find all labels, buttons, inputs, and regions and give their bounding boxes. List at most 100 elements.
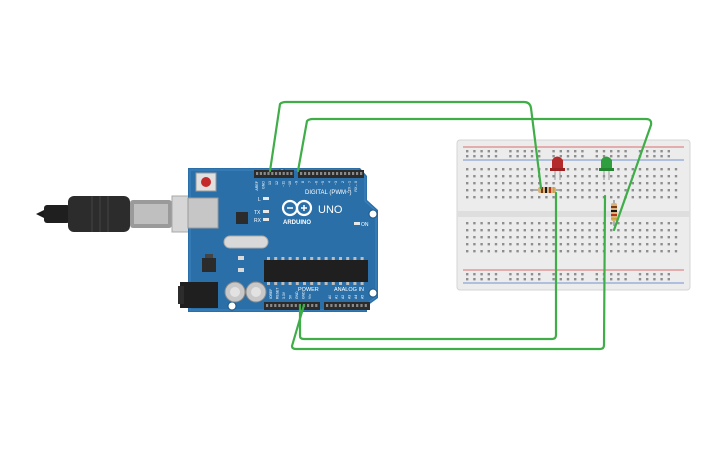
breadboard-hole[interactable] <box>545 175 548 178</box>
breadboard-hole[interactable] <box>545 243 548 246</box>
breadboard-hole[interactable] <box>624 278 627 281</box>
analog-header[interactable] <box>324 302 370 310</box>
header-pin-hole[interactable] <box>336 172 339 175</box>
breadboard-hole[interactable] <box>487 189 490 192</box>
breadboard-hole[interactable] <box>509 273 512 276</box>
breadboard-hole[interactable] <box>588 222 591 225</box>
breadboard-hole[interactable] <box>617 155 620 158</box>
breadboard-hole[interactable] <box>516 168 519 171</box>
breadboard-hole[interactable] <box>523 236 526 239</box>
breadboard-hole[interactable] <box>502 168 505 171</box>
header-pin-hole[interactable] <box>360 304 363 307</box>
breadboard-hole[interactable] <box>646 155 649 158</box>
breadboard-hole[interactable] <box>509 189 512 192</box>
header-pin-hole[interactable] <box>356 304 359 307</box>
breadboard-hole[interactable] <box>480 189 483 192</box>
breadboard-hole[interactable] <box>480 196 483 199</box>
header-pin-hole[interactable] <box>351 304 354 307</box>
breadboard-hole[interactable] <box>667 155 670 158</box>
breadboard-hole[interactable] <box>538 196 541 199</box>
breadboard-hole[interactable] <box>674 196 678 199</box>
breadboard-hole[interactable] <box>480 229 483 232</box>
header-pin-hole[interactable] <box>282 304 285 307</box>
breadboard-hole[interactable] <box>646 250 649 253</box>
header-pin-hole[interactable] <box>308 172 311 175</box>
breadboard-hole[interactable] <box>595 222 598 225</box>
breadboard-hole[interactable] <box>610 150 613 153</box>
breadboard-hole[interactable] <box>530 196 534 199</box>
breadboard-hole[interactable] <box>545 168 548 171</box>
breadboard-hole[interactable] <box>667 236 670 239</box>
breadboard-hole[interactable] <box>674 229 678 232</box>
breadboard-hole[interactable] <box>624 236 627 239</box>
breadboard-hole[interactable] <box>538 182 541 185</box>
breadboard-hole[interactable] <box>574 175 577 178</box>
breadboard-hole[interactable] <box>487 236 490 239</box>
breadboard-hole[interactable] <box>530 278 534 281</box>
breadboard-hole[interactable] <box>545 182 548 185</box>
breadboard-hole[interactable] <box>588 196 591 199</box>
breadboard-hole[interactable] <box>566 150 570 153</box>
breadboard-hole[interactable] <box>638 196 642 199</box>
header-pin-hole[interactable] <box>352 172 355 175</box>
breadboard-hole[interactable] <box>516 189 519 192</box>
breadboard-hole[interactable] <box>523 243 526 246</box>
breadboard-hole[interactable] <box>466 155 469 158</box>
breadboard-hole[interactable] <box>660 189 663 192</box>
breadboard-hole[interactable] <box>646 243 649 246</box>
breadboard-hole[interactable] <box>624 175 627 178</box>
breadboard-hole[interactable] <box>574 278 577 281</box>
breadboard-hole[interactable] <box>617 168 620 171</box>
breadboard-hole[interactable] <box>595 278 598 281</box>
breadboard-hole[interactable] <box>530 168 534 171</box>
breadboard-hole[interactable] <box>660 222 663 225</box>
breadboard-hole[interactable] <box>631 189 634 192</box>
breadboard-hole[interactable] <box>494 273 498 276</box>
breadboard-hole[interactable] <box>610 182 613 185</box>
breadboard-hole[interactable] <box>602 182 606 185</box>
breadboard-hole[interactable] <box>617 222 620 225</box>
breadboard-hole[interactable] <box>638 229 642 232</box>
breadboard-hole[interactable] <box>653 250 656 253</box>
breadboard-hole[interactable] <box>516 222 519 225</box>
header-pin-hole[interactable] <box>334 304 337 307</box>
breadboard-hole[interactable] <box>516 229 519 232</box>
breadboard-hole[interactable] <box>631 222 634 225</box>
breadboard-hole[interactable] <box>566 175 570 178</box>
breadboard-hole[interactable] <box>559 229 562 232</box>
breadboard-hole[interactable] <box>653 278 656 281</box>
breadboard-hole[interactable] <box>559 250 562 253</box>
breadboard-hole[interactable] <box>638 278 642 281</box>
breadboard-hole[interactable] <box>653 175 656 178</box>
breadboard-hole[interactable] <box>653 273 656 276</box>
breadboard-hole[interactable] <box>660 182 663 185</box>
breadboard-hole[interactable] <box>552 250 555 253</box>
breadboard-hole[interactable] <box>617 150 620 153</box>
breadboard-hole[interactable] <box>588 243 591 246</box>
breadboard-hole[interactable] <box>660 150 663 153</box>
breadboard-hole[interactable] <box>588 182 591 185</box>
breadboard-hole[interactable] <box>523 182 526 185</box>
breadboard-hole[interactable] <box>617 273 620 276</box>
breadboard-hole[interactable] <box>660 155 663 158</box>
breadboard-hole[interactable] <box>624 150 627 153</box>
header-pin-hole[interactable] <box>259 172 262 175</box>
breadboard-hole[interactable] <box>552 243 555 246</box>
header-pin-hole[interactable] <box>263 172 266 175</box>
breadboard-hole[interactable] <box>574 168 577 171</box>
breadboard-hole[interactable] <box>566 229 570 232</box>
breadboard-hole[interactable] <box>487 229 490 232</box>
breadboard-hole[interactable] <box>473 168 476 171</box>
breadboard-hole[interactable] <box>566 243 570 246</box>
breadboard-hole[interactable] <box>473 278 476 281</box>
breadboard-hole[interactable] <box>646 168 649 171</box>
breadboard-hole[interactable] <box>646 150 649 153</box>
breadboard-hole[interactable] <box>509 150 512 153</box>
breadboard-hole[interactable] <box>581 155 584 158</box>
breadboard-hole[interactable] <box>660 243 663 246</box>
breadboard-hole[interactable] <box>667 278 670 281</box>
breadboard-hole[interactable] <box>624 229 627 232</box>
breadboard-hole[interactable] <box>631 196 634 199</box>
header-pin-hole[interactable] <box>356 172 359 175</box>
